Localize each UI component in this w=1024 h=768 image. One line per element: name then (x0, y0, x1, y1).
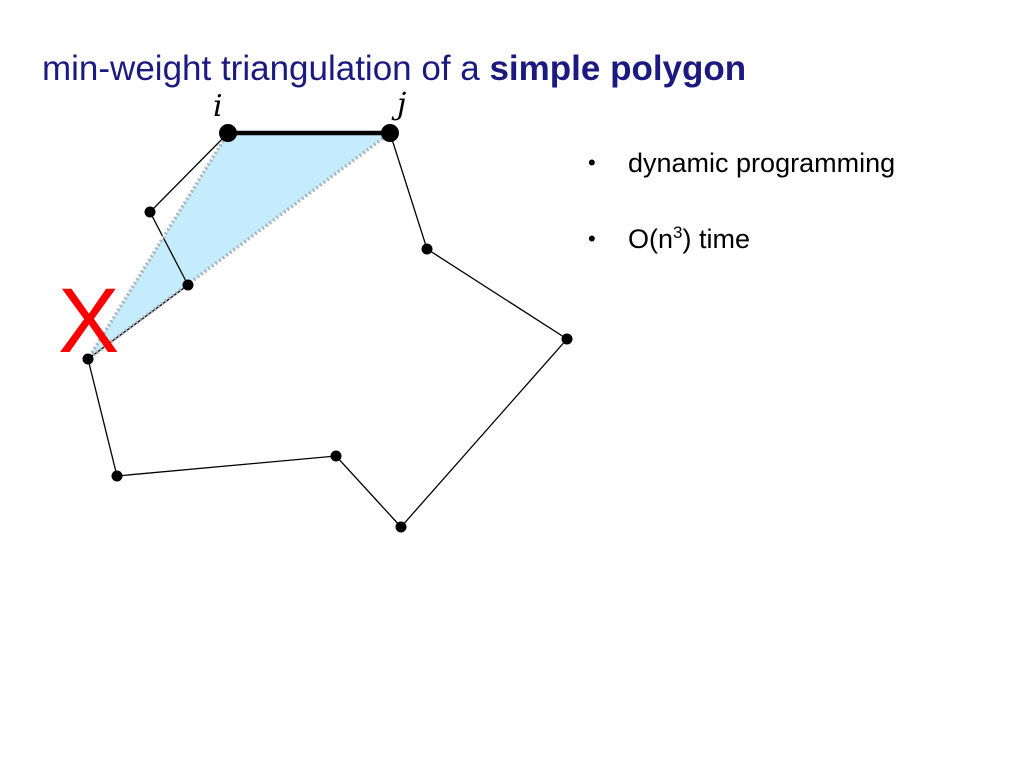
bullet-glyph: • (588, 226, 596, 251)
vertex-j-label: j (391, 87, 406, 122)
vertex-j (381, 124, 399, 142)
vertex (111, 470, 123, 482)
vertex-i (219, 124, 237, 142)
bullet-glyph: • (588, 150, 596, 175)
bullet-item: • dynamic programming (588, 141, 895, 185)
vertex (144, 206, 156, 218)
vertex (182, 279, 194, 291)
bullet-text-after: ) time (682, 224, 750, 254)
bullet-superscript: 3 (673, 223, 683, 242)
vertex (561, 333, 573, 345)
diagonal-i-k (86, 132, 230, 360)
bullet-text-before: O(n (628, 224, 674, 254)
vertex-k (82, 353, 94, 365)
bullet-text: dynamic programming (628, 148, 896, 178)
bullet-list: • dynamic programming • O(n3) time (588, 141, 895, 293)
vertex (395, 521, 407, 533)
bullet-item: • O(n3) time (588, 217, 895, 261)
title-plain: min-weight triangulation of a (42, 49, 490, 88)
cross-mark: X (58, 270, 119, 372)
title-emphasis: simple polygon (489, 49, 747, 88)
vertex-i-label: i (213, 89, 223, 124)
vertex (421, 243, 433, 255)
page-title: min-weight triangulation of a simple pol… (42, 46, 746, 92)
vertex (330, 450, 342, 462)
polygon-boundary (87, 132, 568, 528)
